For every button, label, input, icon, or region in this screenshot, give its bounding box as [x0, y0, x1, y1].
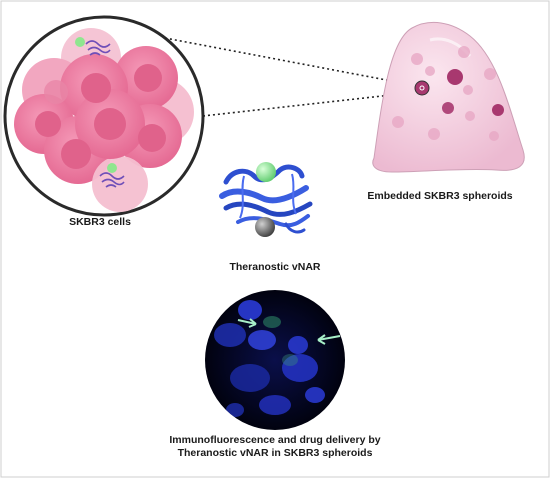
protein-ribbon-icon [219, 162, 313, 237]
arrow-icon [317, 334, 341, 345]
arrow-icon [237, 318, 257, 328]
magnifier-circle-icon [3, 15, 205, 217]
label-theranostic-vnar: Theranostic vNAR [229, 261, 321, 273]
protein-on-cell-bottom [99, 163, 125, 188]
label-immunofluorescence-line2: Theranostic vNAR in SKBR3 spheroids [177, 447, 373, 459]
zoom-line-bottom [202, 91, 419, 117]
label-immunofluorescence-line1: Immunofluorescence and drug delivery by [169, 434, 381, 446]
label-skbr3-cells: SKBR3 cells [69, 216, 131, 228]
cell-cluster [14, 28, 194, 212]
label-embedded-spheroids: Embedded SKBR3 spheroids [367, 190, 513, 202]
label-immunofluorescence: Immunofluorescence and drug delivery by … [120, 434, 430, 460]
fluorescence-micrograph-icon [205, 290, 345, 430]
gel-dome-icon [372, 22, 525, 173]
zoom-line-top [164, 37, 419, 87]
protein-on-cell-top [75, 37, 111, 56]
